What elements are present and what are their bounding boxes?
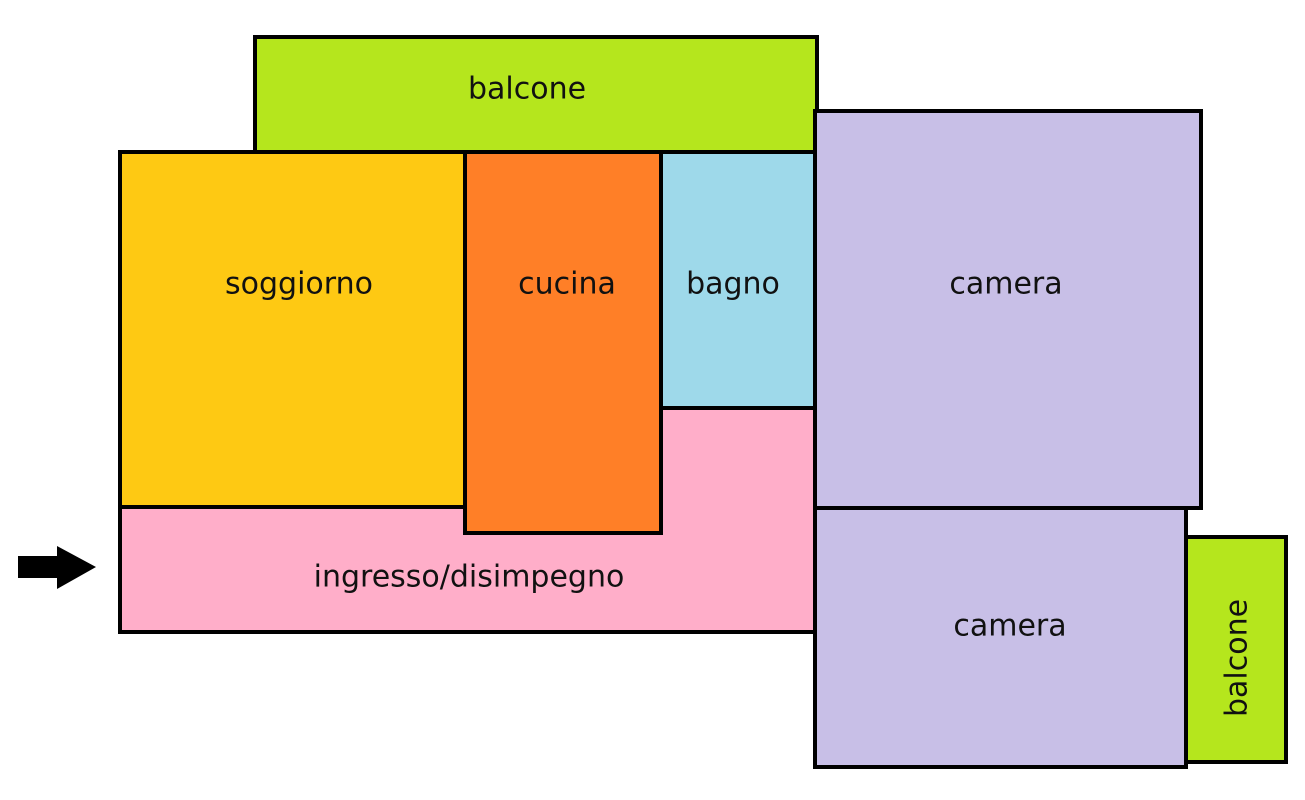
label-ingresso: ingresso/disimpegno	[314, 560, 625, 595]
room-balcone-right	[1184, 535, 1288, 764]
room-soggiorno	[118, 150, 467, 509]
room-cucina	[463, 150, 663, 535]
label-soggiorno: soggiorno	[225, 267, 373, 302]
label-balcone-top: balcone	[468, 72, 586, 107]
room-camera-top	[813, 109, 1203, 510]
room-balcone-top	[253, 35, 819, 154]
label-camera-bottom: camera	[953, 609, 1066, 644]
room-bagno	[659, 150, 817, 410]
label-camera-top: camera	[949, 267, 1062, 302]
arrow-right-icon	[18, 546, 96, 589]
label-cucina: cucina	[518, 267, 616, 302]
label-balcone-right: balcone	[1220, 599, 1255, 717]
label-bagno: bagno	[686, 267, 780, 302]
